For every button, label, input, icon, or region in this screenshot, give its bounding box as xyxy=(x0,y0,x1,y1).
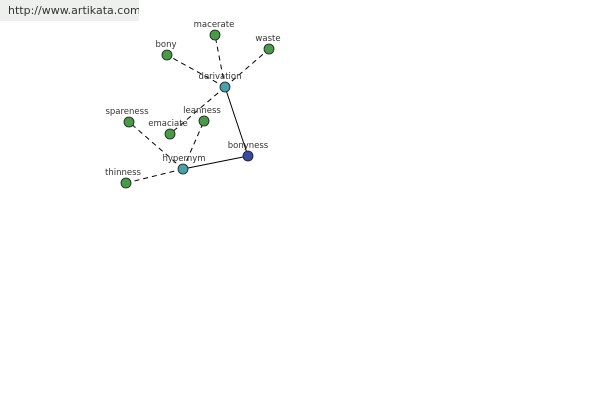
node-hypernym-label[interactable]: hypernym xyxy=(162,154,205,164)
node-derivation-label[interactable]: derivation xyxy=(198,72,241,82)
node-bonyness[interactable]: bonyness xyxy=(228,141,269,162)
node-spareness-circle[interactable] xyxy=(123,116,135,128)
node-waste-circle[interactable] xyxy=(263,43,275,55)
node-spareness-label[interactable]: spareness xyxy=(105,107,149,117)
edge-derivation-bony xyxy=(166,54,226,88)
node-bony-label[interactable]: bony xyxy=(155,40,176,50)
node-leanness-circle[interactable] xyxy=(198,115,210,127)
edge-derivation-emaciate xyxy=(169,86,226,135)
node-derivation[interactable]: derivation xyxy=(198,72,242,93)
node-derivation-circle[interactable] xyxy=(219,81,231,93)
node-emaciate-circle[interactable] xyxy=(164,128,176,140)
node-emaciate[interactable]: emaciate xyxy=(148,119,188,140)
node-bonyness-circle[interactable] xyxy=(242,150,254,162)
node-macerate-circle[interactable] xyxy=(209,29,221,41)
edge-bonyness-derivation xyxy=(224,86,249,157)
node-hypernym-circle[interactable] xyxy=(177,163,189,175)
edge-derivation-waste xyxy=(224,48,270,88)
node-leanness[interactable]: leanness xyxy=(183,106,221,127)
node-waste[interactable]: waste xyxy=(255,34,281,55)
edge-hypernym-thinness xyxy=(125,168,184,184)
node-waste-label[interactable]: waste xyxy=(255,34,280,44)
edges-layer xyxy=(125,34,270,184)
node-bony[interactable]: bony xyxy=(155,40,177,61)
node-spareness[interactable]: spareness xyxy=(105,107,149,128)
node-macerate-label[interactable]: macerate xyxy=(194,20,235,30)
node-thinness[interactable]: thinness xyxy=(105,168,142,189)
url-banner[interactable]: http://www.artikata.com xyxy=(0,0,139,21)
node-leanness-label[interactable]: leanness xyxy=(183,106,221,116)
nodes-layer: bonyness derivation hypernym macerate wa… xyxy=(105,20,281,189)
node-bony-circle[interactable] xyxy=(161,49,173,61)
node-thinness-circle[interactable] xyxy=(120,177,132,189)
node-hypernym[interactable]: hypernym xyxy=(162,154,206,175)
node-bonyness-label[interactable]: bonyness xyxy=(228,141,269,151)
edge-hypernym-spareness xyxy=(128,121,184,170)
edge-bonyness-hypernym xyxy=(182,155,249,170)
node-macerate[interactable]: macerate xyxy=(194,20,235,41)
node-emaciate-label[interactable]: emaciate xyxy=(148,119,188,129)
node-thinness-label[interactable]: thinness xyxy=(105,168,142,178)
